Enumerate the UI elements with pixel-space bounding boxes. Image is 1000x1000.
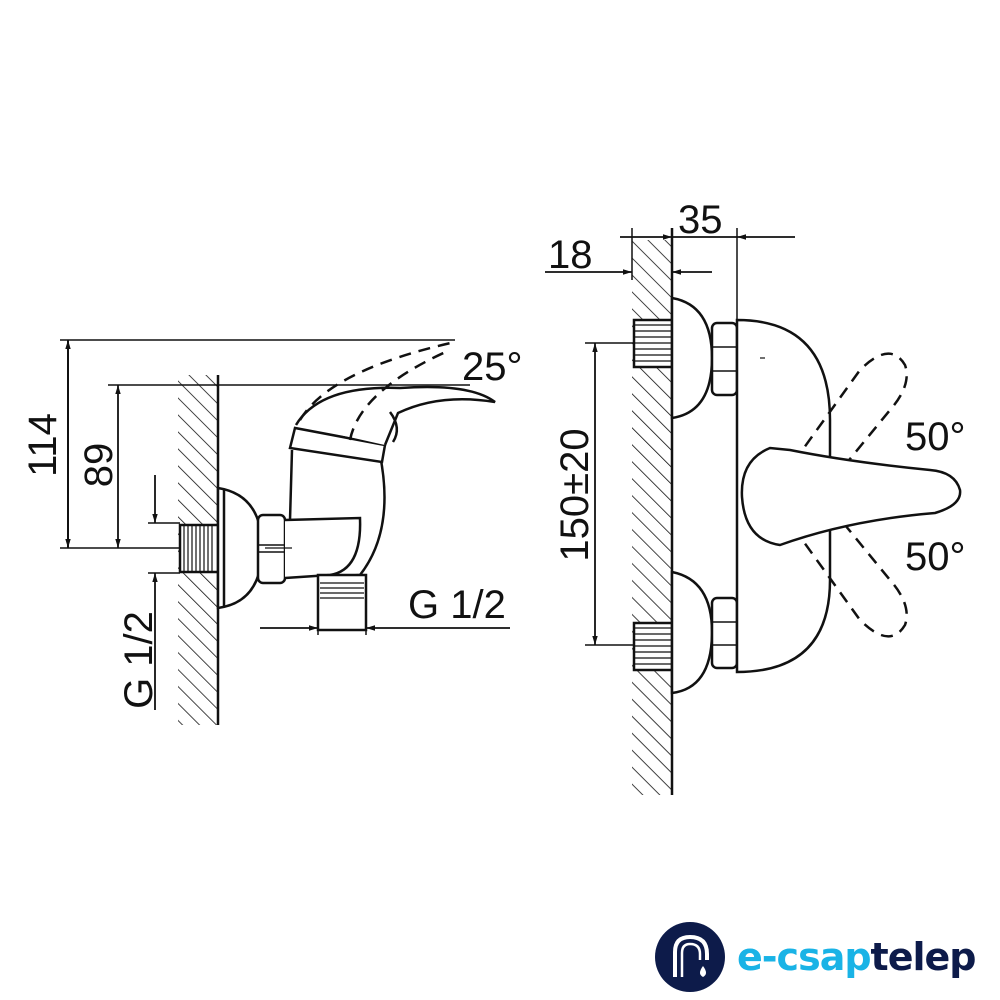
side-view: [60, 339, 510, 725]
inlet-spacing-label: 150±20: [553, 428, 597, 561]
lever-angle-up-label: 50°: [905, 415, 966, 459]
front-view: [545, 228, 962, 795]
logo-text-part1: e-csap: [737, 935, 872, 979]
brand-logo[interactable]: e-csaptelep: [655, 922, 977, 992]
logo-text-part2: telep: [870, 935, 977, 979]
height-114-label: 114: [21, 413, 65, 477]
side-view-labels: 114 89 G 1/2 G 1/2 25°: [21, 345, 523, 709]
lever-angle-down-label: 50°: [905, 535, 966, 579]
front-view-labels: 35 18 150±20 50° 50°: [548, 198, 966, 579]
height-89-label: 89: [77, 443, 121, 488]
inlet-thread-label: G 1/2: [117, 611, 161, 709]
lever-angle-label: 25°: [462, 345, 523, 389]
depth-18-label: 18: [548, 233, 593, 277]
outlet-thread-label: G 1/2: [408, 583, 506, 627]
faucet-drop-icon: [655, 922, 725, 992]
depth-35-label: 35: [678, 198, 723, 242]
